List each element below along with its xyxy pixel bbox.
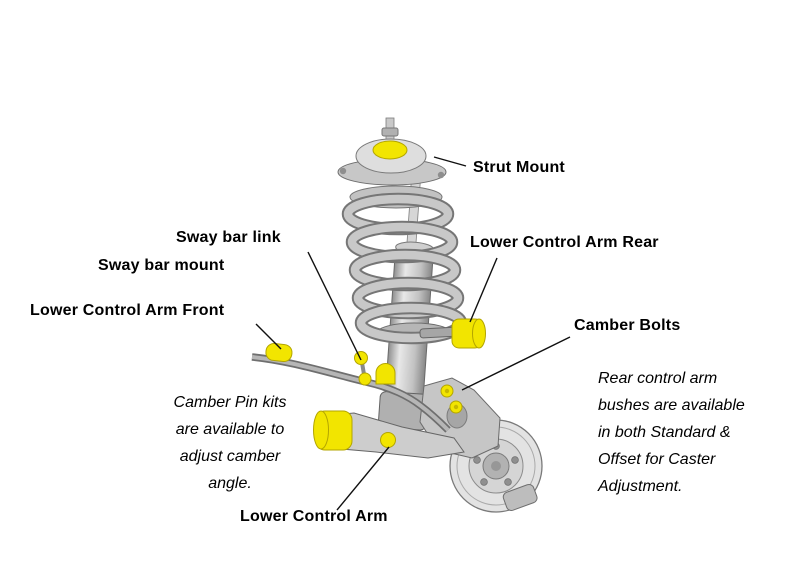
label-lower-control-arm-rear: Lower Control Arm Rear	[470, 234, 659, 251]
lower-control-arm-front-bush	[313, 410, 353, 451]
label-lower-control-arm-front: Lower Control Arm Front	[30, 302, 225, 319]
strut-mount-part	[337, 117, 447, 186]
label-lower-control-arm: Lower Control Arm	[240, 508, 388, 525]
label-camber-bolts: Camber Bolts	[574, 317, 681, 334]
camber-bolts-part	[440, 384, 463, 414]
lower-control-arm-bush	[380, 432, 396, 448]
note-camber-pin-kits: Camber Pin kits are available to adjust …	[173, 394, 287, 492]
label-sway-bar-mount: Sway bar mount	[98, 257, 225, 274]
label-strut-mount: Strut Mount	[473, 159, 565, 176]
note-caster-adjustment: Rear control arm bushes are available in…	[598, 370, 745, 495]
label-sway-bar-link: Sway bar link	[176, 229, 281, 246]
sway-bar-mount-bracket	[375, 363, 396, 385]
lower-control-arm-rear-bush	[419, 318, 486, 349]
leader-lines	[255, 156, 571, 511]
sway-bar-end-bush	[265, 342, 293, 363]
sway-bar	[251, 353, 451, 433]
